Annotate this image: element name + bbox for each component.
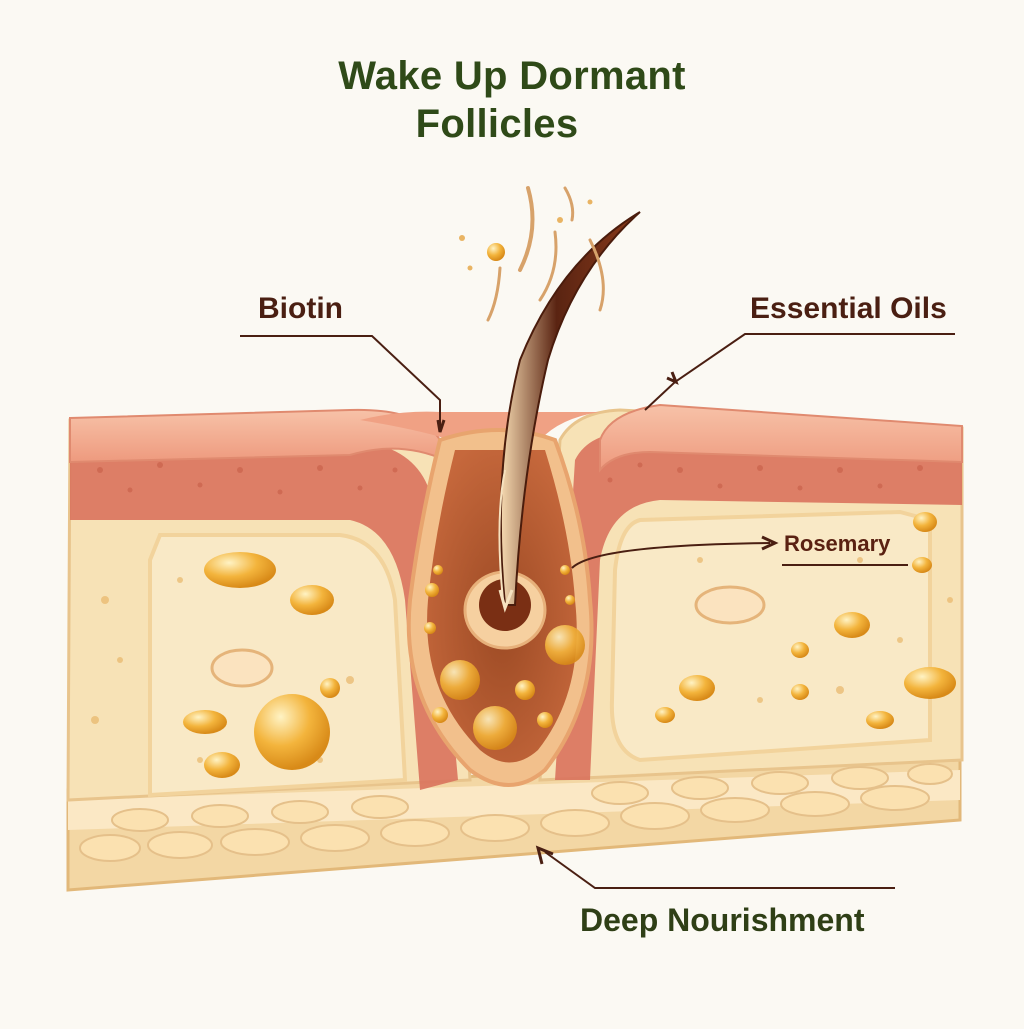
deep-nourishment-pointer — [544, 851, 895, 889]
title-line-1: Wake Up Dormant — [338, 54, 686, 98]
hair-strand — [498, 211, 641, 613]
fat-layer — [66, 758, 962, 892]
label-essential-oils: Essential Oils — [750, 292, 947, 325]
oils-pointer — [644, 333, 955, 411]
oil-droplets — [183, 199, 956, 778]
callout-lines — [240, 333, 955, 889]
label-deep-nourishment: Deep Nourishment — [580, 902, 865, 938]
label-biotin: Biotin — [258, 292, 343, 325]
biotin-pointer — [240, 335, 441, 430]
rosemary-arrowhead — [761, 535, 779, 551]
deep-nourishment-arrowhead — [535, 845, 554, 865]
biotin-arrowhead — [436, 419, 446, 433]
motion-lines — [486, 186, 605, 322]
rosemary-pointer — [571, 542, 771, 569]
label-rosemary: Rosemary — [784, 531, 891, 556]
title-line-2: Follicles — [415, 102, 579, 146]
epidermis-layer — [69, 403, 963, 473]
oils-arrowhead — [666, 371, 679, 385]
page-title: Wake Up Dormant Follicles — [0, 52, 1024, 148]
